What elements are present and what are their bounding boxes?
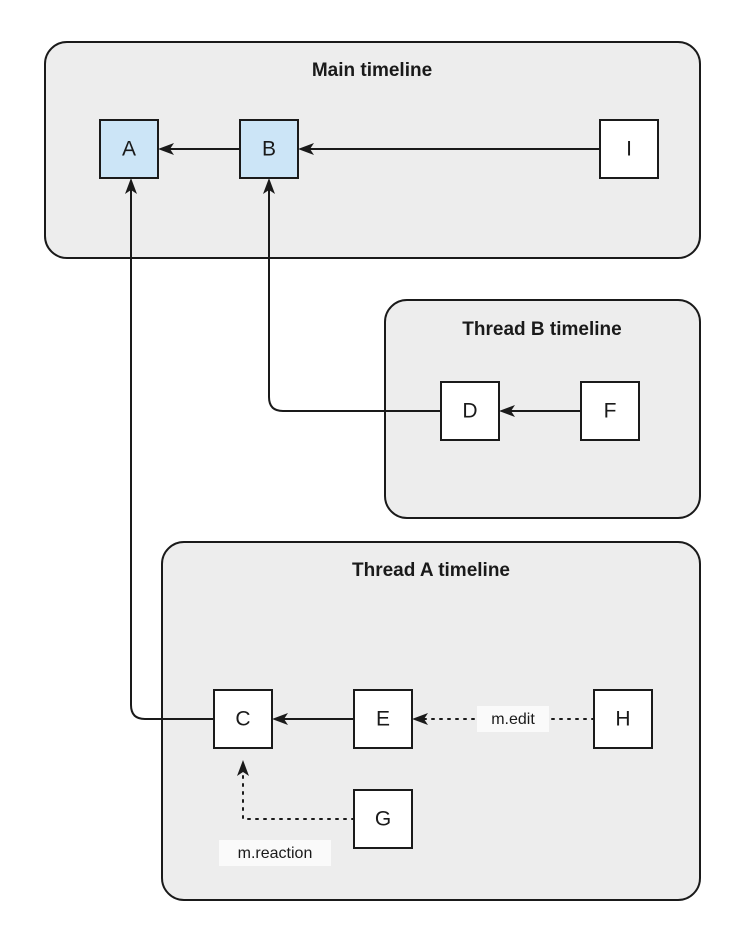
edge-g-to-c-arrowhead (237, 760, 249, 776)
node-d[interactable]: D (440, 381, 500, 441)
edge-h-to-e-label-bg (477, 706, 549, 732)
node-h-box (593, 689, 653, 749)
container-thread-b-timeline[interactable]: Thread B timeline (384, 299, 701, 519)
edge-f-to-d[interactable] (499, 405, 581, 417)
edge-d-to-b-line (268, 190, 441, 412)
edge-e-to-c[interactable] (272, 713, 354, 725)
node-b-box (239, 119, 299, 179)
edge-g-to-c-line (242, 771, 355, 820)
node-b[interactable]: B (239, 119, 299, 179)
node-f-box (580, 381, 640, 441)
edge-h-to-e-arrowhead (412, 713, 428, 725)
container-main-timeline-title: Main timeline (312, 60, 432, 81)
node-f[interactable]: F (580, 381, 640, 441)
container-thread-b-timeline-shape (384, 299, 701, 519)
node-a[interactable]: A (99, 119, 159, 179)
node-d-box (440, 381, 500, 441)
edge-g-to-c-label: m.reaction (238, 845, 313, 862)
node-a-label: A (122, 138, 136, 161)
container-thread-a-timeline[interactable]: Thread A timeline (161, 541, 701, 901)
node-i-box (599, 119, 659, 179)
node-i-label: I (626, 138, 632, 161)
edge-g-to-c[interactable]: m.reaction (219, 760, 355, 866)
edge-d-to-b-arrowhead (263, 178, 275, 194)
edge-d-to-b[interactable] (263, 178, 441, 412)
edge-c-to-a-line (130, 190, 214, 720)
node-g[interactable]: G (353, 789, 413, 849)
node-b-label: B (262, 138, 276, 161)
edge-f-to-d-arrowhead (499, 405, 515, 417)
node-h-label: H (615, 708, 630, 731)
node-e[interactable]: E (353, 689, 413, 749)
edge-g-to-c-label-bg (219, 840, 331, 866)
edge-i-to-b-arrowhead (298, 143, 314, 155)
node-c-box (213, 689, 273, 749)
node-f-label: F (604, 400, 617, 423)
node-c-label: C (235, 708, 250, 731)
node-e-box (353, 689, 413, 749)
edge-e-to-c-arrowhead (272, 713, 288, 725)
container-thread-a-timeline-title: Thread A timeline (352, 560, 510, 581)
node-a-box (99, 119, 159, 179)
edge-c-to-a[interactable] (125, 178, 214, 720)
edge-b-to-a[interactable] (158, 143, 240, 155)
edge-i-to-b[interactable] (298, 143, 600, 155)
container-thread-b-timeline-title: Thread B timeline (462, 319, 621, 340)
edge-b-to-a-arrowhead (158, 143, 174, 155)
container-thread-a-timeline-shape (161, 541, 701, 901)
edge-c-to-a-arrowhead (125, 178, 137, 194)
node-g-label: G (375, 808, 391, 831)
edge-h-to-e[interactable]: m.edit (412, 706, 595, 732)
node-i[interactable]: I (599, 119, 659, 179)
node-e-label: E (376, 708, 390, 731)
edge-h-to-e-label: m.edit (491, 711, 535, 728)
node-g-box (353, 789, 413, 849)
node-c[interactable]: C (213, 689, 273, 749)
node-h[interactable]: H (593, 689, 653, 749)
node-d-label: D (462, 400, 477, 423)
